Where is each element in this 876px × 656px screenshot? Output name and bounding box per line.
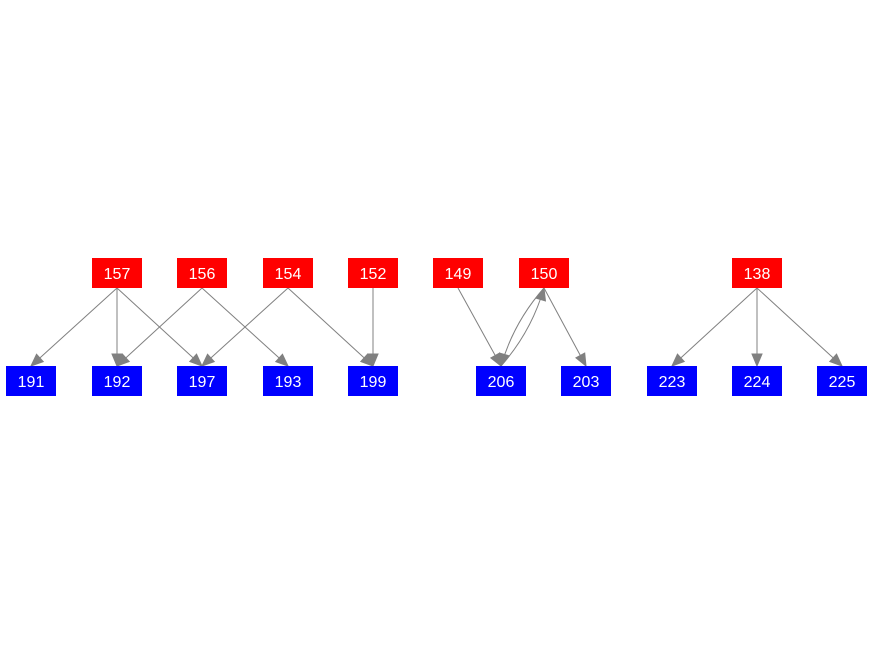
node-156: 156 <box>177 258 227 288</box>
node-206: 206 <box>476 366 526 396</box>
nodes-layer: 157 156 154 152 149 150 138 191 192 197 193 199 206 2… <box>6 258 867 396</box>
node-152: 152 <box>348 258 398 288</box>
node-label: 193 <box>275 374 302 391</box>
node-label: 191 <box>18 374 45 391</box>
node-box <box>92 258 142 288</box>
node-box <box>476 366 526 396</box>
node-223: 223 <box>647 366 697 396</box>
edge-149-206 <box>457 287 502 368</box>
node-label: 203 <box>573 374 600 391</box>
node-label: 206 <box>488 374 515 391</box>
node-157: 157 <box>92 258 142 288</box>
edge-206-150 <box>500 286 547 367</box>
node-box <box>348 366 398 396</box>
node-label: 152 <box>360 266 387 283</box>
node-box <box>647 366 697 396</box>
node-box <box>177 366 227 396</box>
node-193: 193 <box>263 366 313 396</box>
node-203: 203 <box>561 366 611 396</box>
node-label: 225 <box>829 374 856 391</box>
edge-157-192 <box>111 288 123 368</box>
node-label: 197 <box>189 374 216 391</box>
edge-154-197 <box>201 287 289 367</box>
node-label: 224 <box>744 374 771 391</box>
node-label: 149 <box>445 266 472 283</box>
node-box <box>348 258 398 288</box>
node-150: 150 <box>519 258 569 288</box>
node-box <box>6 366 56 396</box>
node-149: 149 <box>433 258 483 288</box>
node-label: 138 <box>744 266 771 283</box>
edge-157-191 <box>30 287 118 367</box>
node-197: 197 <box>177 366 227 396</box>
node-box <box>263 366 313 396</box>
node-199: 199 <box>348 366 398 396</box>
node-label: 199 <box>360 374 387 391</box>
node-224: 224 <box>732 366 782 396</box>
node-192: 192 <box>92 366 142 396</box>
edge-156-192 <box>116 287 203 367</box>
edge-138-223 <box>671 287 758 367</box>
edge-150-206 <box>498 287 545 368</box>
edges-layer <box>30 286 843 368</box>
node-box <box>817 366 867 396</box>
node-label: 192 <box>104 374 131 391</box>
node-225: 225 <box>817 366 867 396</box>
node-138: 138 <box>732 258 782 288</box>
node-label: 156 <box>189 266 216 283</box>
node-label: 150 <box>531 266 558 283</box>
edge-138-224 <box>751 288 763 368</box>
node-191: 191 <box>6 366 56 396</box>
node-box <box>433 258 483 288</box>
node-box <box>732 258 782 288</box>
node-box <box>263 258 313 288</box>
node-box <box>561 366 611 396</box>
edge-154-199 <box>287 287 374 367</box>
edge-138-225 <box>756 287 843 367</box>
edge-150-203 <box>543 287 587 368</box>
edge-152-199 <box>367 288 379 368</box>
node-box <box>177 258 227 288</box>
node-box <box>519 258 569 288</box>
node-label: 157 <box>104 266 131 283</box>
node-box <box>732 366 782 396</box>
node-label: 223 <box>659 374 686 391</box>
node-154: 154 <box>263 258 313 288</box>
node-box <box>92 366 142 396</box>
node-label: 154 <box>275 266 302 283</box>
